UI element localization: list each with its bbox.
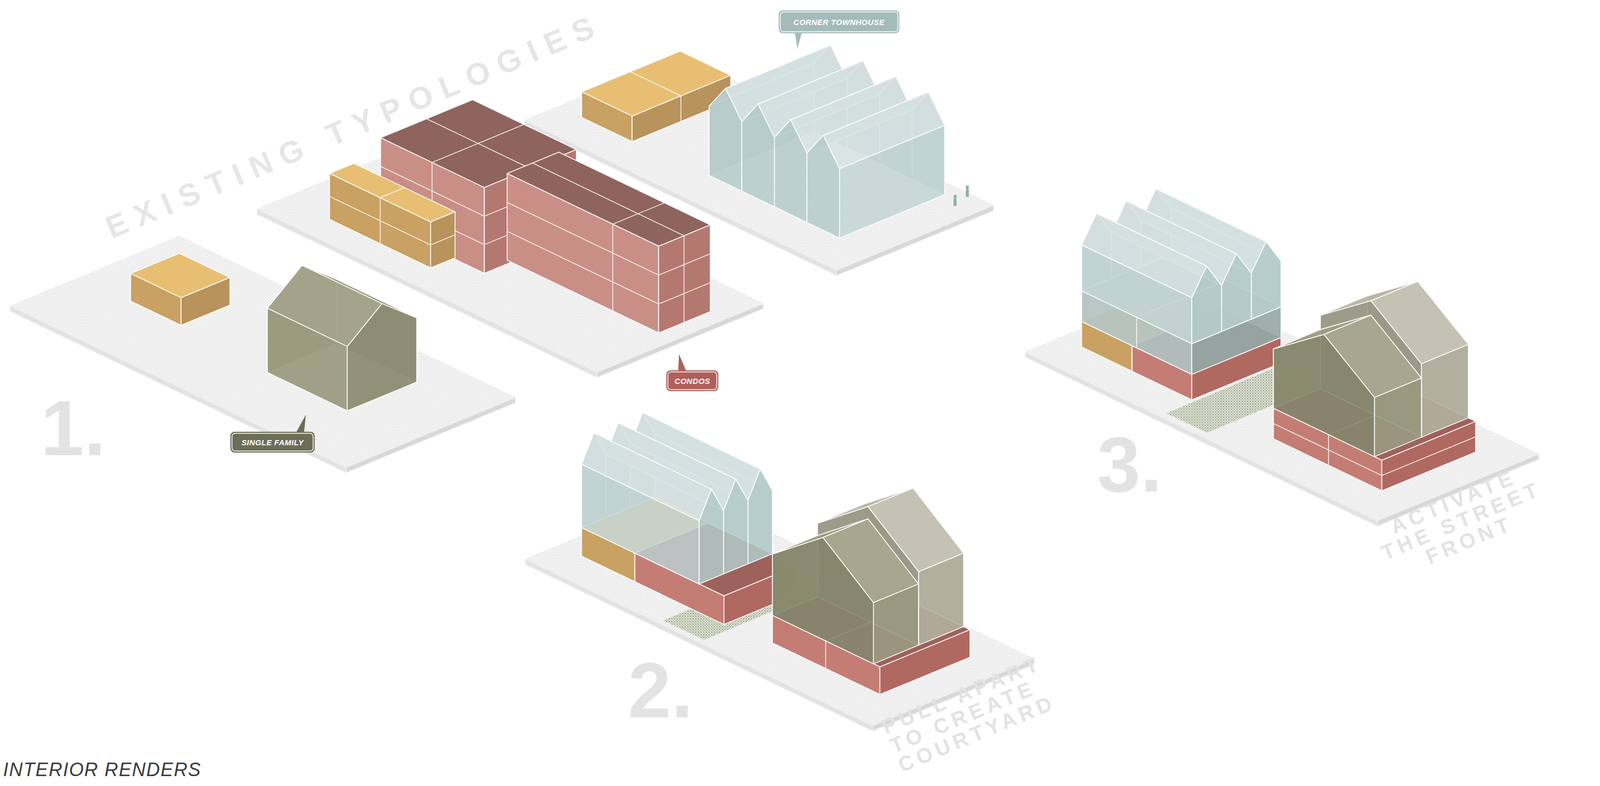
callout-text: CORNER TOWNHOUSE — [793, 17, 885, 27]
house-wall — [873, 584, 919, 664]
person-body — [965, 188, 970, 198]
callout-bubble: CORNER TOWNHOUSE — [778, 10, 900, 34]
bubble-body — [230, 431, 315, 453]
floor-line — [658, 282, 711, 304]
bay-line — [1136, 317, 1138, 348]
bay-line — [380, 187, 405, 198]
bay-line — [426, 118, 531, 169]
callout-bubble: SINGLE FAMILY — [230, 431, 315, 453]
bubble-border — [667, 371, 717, 390]
gable-end — [347, 303, 418, 411]
step-number: 3. — [1097, 425, 1163, 504]
gable-end — [806, 135, 840, 238]
bubble-border — [780, 11, 898, 32]
iso-drawing — [10, 45, 1540, 732]
bubble-border — [231, 433, 314, 451]
callout-bubble: CONDOS — [666, 370, 719, 392]
box-side — [507, 173, 659, 333]
person-body — [953, 198, 957, 207]
house-wall — [1081, 244, 1192, 344]
gable-end — [774, 119, 808, 223]
gable-end — [1251, 241, 1282, 319]
bubble-body — [666, 370, 719, 392]
step-number: 2. — [627, 651, 693, 730]
bay-line — [532, 162, 685, 236]
floor-line — [430, 234, 456, 245]
bay-line — [1327, 434, 1329, 466]
floor-line — [329, 196, 431, 245]
box-side — [329, 173, 431, 268]
bay-line — [612, 224, 613, 312]
bay-line — [379, 197, 381, 244]
box-end — [181, 277, 230, 326]
gable-end — [1191, 266, 1222, 344]
gable-end — [699, 488, 724, 584]
box-end — [658, 224, 711, 333]
bubble-tail — [677, 352, 688, 373]
bubble-tail — [794, 31, 803, 50]
house-wall — [267, 307, 348, 411]
floor-line — [507, 231, 659, 305]
house-wall — [1374, 378, 1422, 457]
bubble-body — [778, 10, 900, 34]
gable-end — [1273, 334, 1375, 457]
gable-end — [1221, 253, 1251, 332]
bubble-tail — [294, 413, 307, 434]
bay-line — [630, 71, 681, 97]
gable-end — [747, 469, 773, 564]
floor-line — [507, 202, 659, 276]
house-wall — [918, 552, 964, 645]
house-wall — [581, 464, 700, 585]
gable-end — [772, 537, 874, 664]
box-end — [430, 211, 456, 268]
sheet-label: INTERIOR RENDERS — [3, 760, 202, 780]
callout-text: SINGLE FAMILY — [241, 437, 304, 447]
bay-line — [680, 95, 681, 122]
bay-line — [825, 640, 827, 669]
house-wall — [1421, 344, 1469, 438]
gable-end — [723, 479, 748, 574]
box-side — [581, 92, 632, 143]
site-plate-end — [346, 397, 516, 473]
bay-line — [612, 202, 665, 225]
box-side — [130, 273, 182, 326]
callout-text: CONDOS — [674, 376, 711, 386]
house-wall — [839, 125, 945, 239]
step-number: 1. — [40, 389, 106, 468]
person-head — [965, 185, 970, 189]
gable-end — [741, 104, 775, 207]
person-head — [953, 194, 957, 198]
gable-end — [708, 88, 742, 191]
bay-line — [683, 235, 685, 323]
floor-line — [658, 253, 711, 276]
